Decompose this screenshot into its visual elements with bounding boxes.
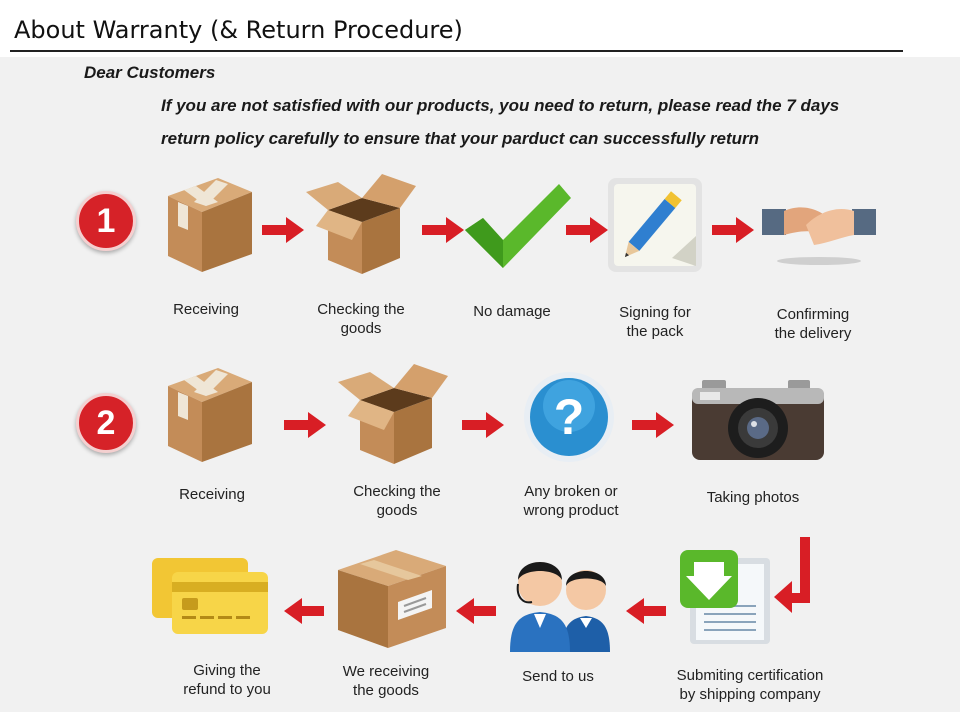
arrow-right-icon bbox=[632, 412, 674, 438]
step-badge-2: 2 bbox=[76, 393, 136, 453]
arrow-right-icon bbox=[284, 412, 326, 438]
intro-line-2: return policy carefully to ensure that y… bbox=[161, 129, 759, 148]
step-label-receiving: Receiving bbox=[173, 301, 239, 318]
box-closed-icon bbox=[160, 172, 256, 278]
arrow-left-icon bbox=[626, 598, 666, 624]
arrow-right-icon bbox=[262, 217, 304, 243]
camera-icon bbox=[692, 380, 824, 462]
arrow-right-icon bbox=[422, 217, 464, 243]
support-agents-icon bbox=[510, 548, 610, 652]
pencil-paper-icon bbox=[606, 176, 704, 274]
question-icon: ? bbox=[522, 370, 616, 464]
credit-cards-icon bbox=[150, 556, 270, 636]
page-title: About Warranty (& Return Procedure) bbox=[14, 16, 463, 44]
step-label-receiving-2: Receiving bbox=[179, 486, 245, 503]
step-label-no-damage: No damage bbox=[473, 303, 551, 320]
box-closed-icon bbox=[160, 362, 256, 468]
arrow-right-icon bbox=[712, 217, 754, 243]
handshake-icon bbox=[762, 195, 876, 265]
box-label-icon bbox=[334, 546, 450, 650]
greeting: Dear Customers bbox=[84, 63, 216, 82]
arrow-left-icon bbox=[456, 598, 496, 624]
page-header: About Warranty (& Return Procedure) bbox=[0, 0, 960, 57]
title-underline bbox=[10, 50, 903, 52]
box-open-icon bbox=[302, 170, 420, 278]
return-arrow-icon bbox=[774, 537, 814, 615]
svg-text:?: ? bbox=[554, 389, 585, 445]
step-label-send: Send to us bbox=[522, 668, 594, 685]
checkmark-icon bbox=[463, 180, 573, 272]
intro-line-1: If you are not satisfied with our produc… bbox=[161, 96, 840, 115]
box-open-icon bbox=[334, 360, 452, 468]
step-badge-1: 1 bbox=[76, 191, 136, 251]
arrow-left-icon bbox=[284, 598, 324, 624]
arrow-right-icon bbox=[566, 217, 608, 243]
document-download-icon bbox=[680, 548, 776, 646]
arrow-right-icon bbox=[462, 412, 504, 438]
step-label-photos: Taking photos bbox=[706, 489, 800, 506]
